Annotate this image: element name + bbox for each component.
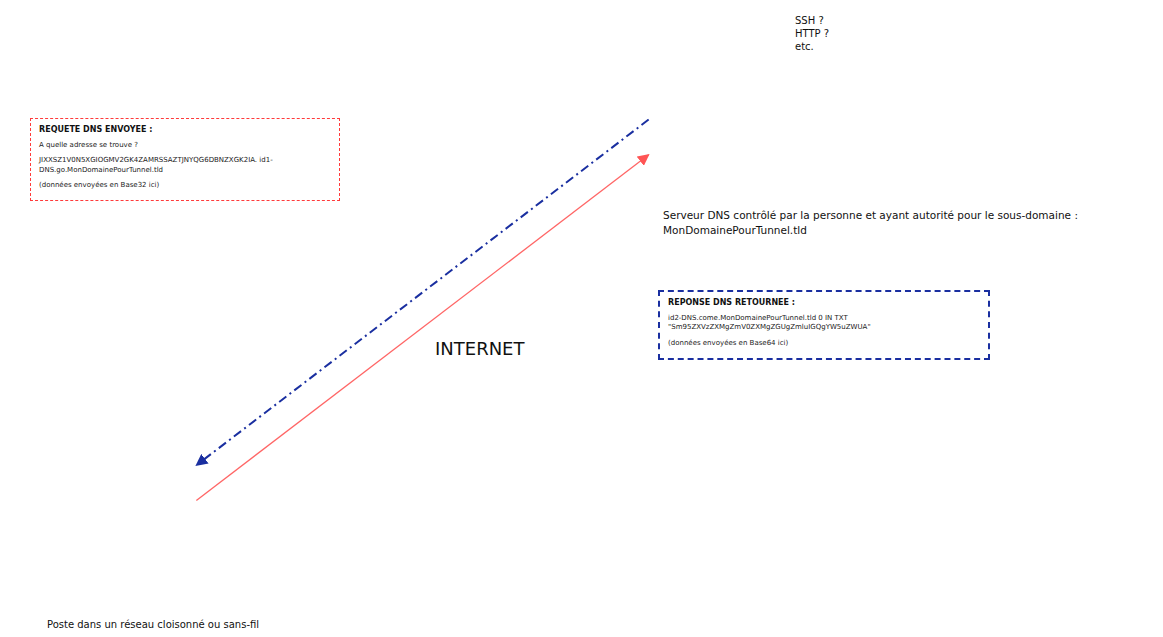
dns-server: Serveur DNS contrôlé par la personne et … [655,28,737,174]
data-flow-arrow [196,155,648,501]
brick-line [262,400,302,401]
node-caption: Poste dans un réseau cloisonné ou sans-f… [47,619,307,631]
brick-line [262,389,302,390]
brick-line [292,411,293,422]
box-text: (données envoyées en Base64 ici) [668,339,980,348]
brick-line [292,345,293,356]
local-network-cloud [24,309,369,611]
brick-line [262,422,302,423]
brick-line [262,378,302,379]
brick-line [272,411,273,422]
brick-line [272,345,273,356]
brick-line [262,367,302,368]
exchange-arrow [773,65,866,102]
dns-response-box: REPONSE DNS RETOURNEE : id2-DNS.come.MonD… [658,290,990,360]
dns-request-box: REQUETE DNS ENVOYEE : A quelle adresse se… [30,118,340,201]
box-text: JIXXSZ1V0N5XGIOGMV2GK4ZAMRSSAZTJNYQG6DBN… [39,156,331,174]
brick-line [282,400,283,411]
box-heading: REQUETE DNS ENVOYEE : [39,125,331,135]
firewall [262,328,322,440]
box-text: (données envoyées en Base32 ici) [39,181,331,190]
client-laptop-shape [65,468,190,603]
brick-line [282,422,283,433]
box-heading: REPONSE DNS RETOURNEE : [668,298,980,308]
dns-server-shape [655,28,737,174]
brick-line [272,367,273,378]
exchange-arrow [782,96,912,135]
brick-line [282,378,283,389]
brick-line [262,433,302,434]
brick-line [292,389,293,400]
node-caption: Serveur DNS contrôlé par la personne et … [663,208,1153,238]
box-text: A quelle adresse se trouve ? [39,141,331,150]
brick-line [292,367,293,378]
box-text: id2-DNS.come.MonDomainePourTunnel.tld 0 … [668,314,980,332]
brick-line [272,389,273,400]
brick-line [262,411,302,412]
brick-line [262,356,302,357]
client-laptop: Poste dans un réseau cloisonné ou sans-f… [65,468,190,603]
brick-line [282,356,283,367]
remote-host-tower [882,14,942,150]
protocol-note: SSH ? HTTP ? etc. [795,14,841,53]
node-caption: INTERNET [435,338,524,359]
